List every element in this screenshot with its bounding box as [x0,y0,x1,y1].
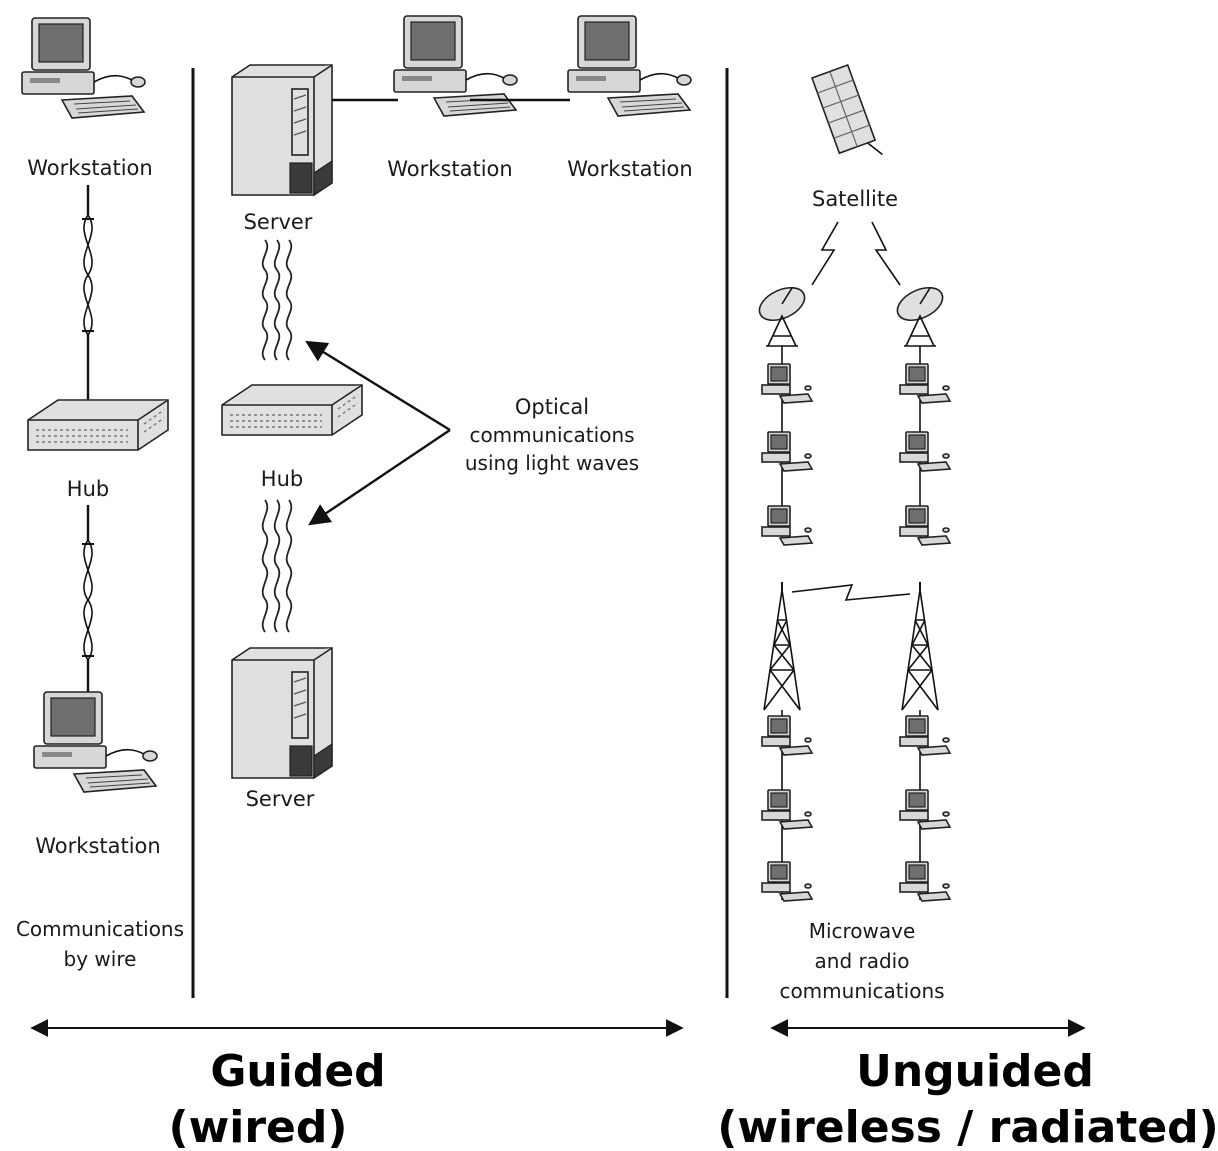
radio-tower-icon [763,581,801,711]
microwave-label-line3: communications [779,979,944,1003]
workstation-icon [899,363,951,404]
wireless-link [811,221,839,286]
workstation-icon [761,861,813,902]
optical-label-line2: communications [469,423,634,447]
microwave-link [791,584,911,601]
workstation-icon [899,789,951,830]
workstation-label-mid: Workstation [387,157,512,181]
workstation-icon [761,363,813,404]
satellite-dish-icon [753,280,811,347]
workstation-icon [567,15,692,117]
workstation-icon [899,431,951,472]
optical-label-line3: using light waves [465,451,639,475]
workstation-icon [761,431,813,472]
wire-caption-line2: by wire [64,947,137,971]
server-icon [231,64,333,196]
workstation-icon [899,715,951,756]
wireless-link [871,221,901,286]
workstation-icon [761,789,813,830]
server-icon [231,647,333,779]
workstation-label-bottom-left: Workstation [35,834,160,858]
server-label-top: Server [244,210,313,234]
hub-label-left: Hub [67,477,109,501]
hub-icon [27,399,169,451]
twisted-pair-icon [81,214,95,336]
optical-arrow-upper [305,340,451,432]
satellite-label: Satellite [812,187,898,211]
workstation-icon [899,861,951,902]
satellite-icon [810,63,883,156]
unguided-caption-line1: Unguided [856,1046,1094,1097]
unguided-caption-line2: (wireless / radiated) [717,1102,1218,1151]
guided-caption-line2: (wired) [169,1102,348,1151]
satellite-dish-icon [891,280,949,347]
hub-icon [221,384,363,436]
radio-tower-icon [901,581,939,711]
wire-caption-line1: Communications [16,917,184,941]
optical-label-line1: Optical [515,395,589,419]
twisted-pair-icon [81,539,95,661]
workstation-icon [899,505,951,546]
hub-label-mid: Hub [261,467,303,491]
workstation-icon [761,715,813,756]
server-label-bottom: Server [246,787,315,811]
light-wave-icon [261,499,293,633]
microwave-label-line1: Microwave [809,919,916,943]
light-wave-icon [261,239,293,361]
workstation-icon [33,691,158,793]
workstation-label-right: Workstation [567,157,692,181]
microwave-label-line2: and radio [815,949,910,973]
workstation-label-top-left: Workstation [27,156,152,180]
optical-arrow-lower [308,429,451,526]
workstation-icon [21,17,146,119]
workstation-icon [761,505,813,546]
guided-caption-line1: Guided [210,1046,385,1097]
